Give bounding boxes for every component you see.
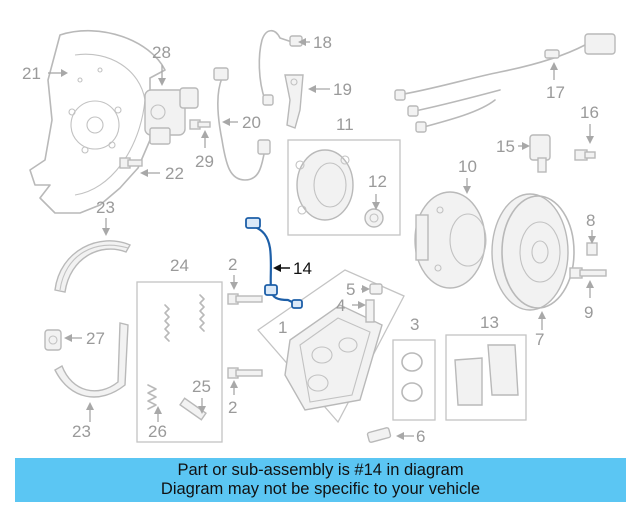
brake-shoe-upper-part-23[interactable]: [54, 240, 131, 293]
parking-brake-actuator-part-28[interactable]: [144, 87, 199, 145]
seal-kit-box-3: [392, 339, 436, 421]
callout-2-upper[interactable]: 2: [228, 255, 237, 274]
callout-7[interactable]: 7: [535, 330, 544, 349]
callout-22[interactable]: 22: [165, 164, 184, 183]
brake-pad-part-13[interactable]: [454, 344, 519, 406]
nut-part-12[interactable]: [364, 208, 384, 228]
callout-23-upper[interactable]: 23: [96, 198, 115, 217]
wheel-bearing-part-11[interactable]: [295, 149, 354, 221]
seal-part-3[interactable]: [401, 352, 423, 402]
callout-14[interactable]: 14: [293, 259, 312, 278]
brake-caliper-part-1[interactable]: [284, 304, 383, 411]
spring-part-26[interactable]: [147, 384, 157, 410]
brake-hose-part-20[interactable]: [213, 67, 271, 181]
notice-banner: Part or sub-assembly is #14 in diagram D…: [15, 458, 626, 502]
hardware-kit-box-24: [136, 281, 223, 443]
callout-19[interactable]: 19: [333, 80, 352, 99]
notice-line-1: Part or sub-assembly is #14 in diagram: [177, 461, 464, 479]
sensor-part-6[interactable]: [366, 427, 392, 443]
wear-sensor-part-17[interactable]: [394, 33, 616, 133]
callout-25[interactable]: 25: [192, 377, 211, 396]
bleeder-cap-part-5[interactable]: [369, 283, 383, 295]
part-group-box-11: [287, 139, 401, 236]
bolt-part-2-lower[interactable]: [227, 367, 263, 379]
brake-rotor-part-7[interactable]: [491, 193, 575, 311]
pin-part-25[interactable]: [179, 397, 207, 421]
callout-21[interactable]: 21: [22, 64, 41, 83]
callout-2-lower[interactable]: 2: [228, 398, 237, 417]
bolt-part-9[interactable]: [569, 267, 607, 279]
callout-13[interactable]: 13: [480, 313, 499, 332]
callout-16[interactable]: 16: [580, 103, 599, 122]
callout-12[interactable]: 12: [368, 172, 387, 191]
brake-shoe-lower-part-23[interactable]: [54, 322, 129, 398]
callout-28[interactable]: 28: [152, 43, 171, 62]
parts-diagram: 21 28 29 22 20 18: [22, 29, 616, 446]
callout-10[interactable]: 10: [458, 157, 477, 176]
callout-23-lower[interactable]: 23: [72, 422, 91, 441]
abs-sensor-part-15[interactable]: [529, 134, 551, 173]
bolt-part-29[interactable]: [189, 119, 211, 130]
adjuster-part-27[interactable]: [44, 329, 62, 351]
callout-17[interactable]: 17: [546, 83, 565, 102]
callout-20[interactable]: 20: [242, 113, 261, 132]
bolt-part-22[interactable]: [119, 157, 143, 169]
callout-6[interactable]: 6: [416, 427, 425, 446]
bracket-part-19[interactable]: [284, 74, 304, 129]
callout-27[interactable]: 27: [86, 329, 105, 348]
wheel-hub-part-10[interactable]: [414, 191, 487, 289]
brake-pad-box-13: [445, 334, 527, 421]
bleeder-screw-part-4[interactable]: [365, 299, 375, 323]
callout-5[interactable]: 5: [346, 280, 355, 299]
bolt-part-8[interactable]: [586, 242, 598, 256]
callout-9[interactable]: 9: [584, 303, 593, 322]
brake-line-part-18[interactable]: [258, 29, 303, 106]
callout-4[interactable]: 4: [336, 296, 345, 315]
callout-24[interactable]: 24: [170, 256, 189, 275]
callout-29[interactable]: 29: [195, 152, 214, 171]
callout-1[interactable]: 1: [278, 318, 287, 337]
callout-11[interactable]: 11: [336, 115, 354, 134]
callout-15[interactable]: 15: [496, 137, 515, 156]
callout-8[interactable]: 8: [586, 211, 595, 230]
spring-part-24[interactable]: [164, 294, 205, 342]
bolt-part-2-upper[interactable]: [227, 293, 263, 305]
callout-3[interactable]: 3: [410, 315, 419, 334]
dust-shield-part-21[interactable]: [29, 29, 166, 214]
brake-line-part-14[interactable]: [245, 217, 303, 309]
callout-18[interactable]: 18: [313, 33, 332, 52]
callout-26[interactable]: 26: [148, 422, 167, 441]
bolt-part-16[interactable]: [574, 149, 596, 161]
notice-line-2: Diagram may not be specific to your vehi…: [160, 480, 481, 498]
